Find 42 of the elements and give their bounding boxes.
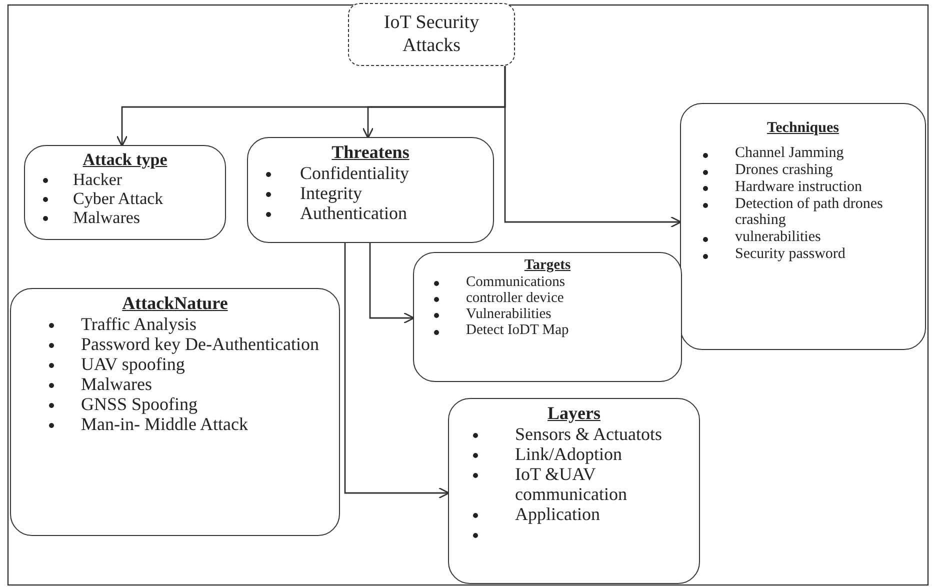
heading: Techniques (766, 120, 840, 138)
list-item: controller device (466, 290, 565, 306)
list-item: Authentication (300, 203, 408, 224)
heading: Targets (523, 257, 572, 274)
list-item: Drones crashing (735, 162, 834, 179)
category-box (24, 145, 226, 240)
list-item: Password key De-Authentication (81, 334, 320, 354)
list-item: Detect IoDT Map (466, 322, 570, 339)
list-item: Application (515, 504, 601, 524)
list-item: Vulnerabilities (466, 306, 552, 322)
arrow (369, 243, 415, 324)
list-item: Traffic Analysis (81, 314, 198, 334)
category-box (680, 103, 926, 350)
list-item: Channel Jamming (735, 145, 845, 162)
root-box (348, 3, 515, 66)
list-item: Malwares (73, 208, 142, 227)
heading: AttackNature (121, 293, 229, 314)
list-item: Man-in- Middle Attack (81, 414, 249, 435)
list-item: IoT &UAV communication (515, 464, 628, 504)
list-item: Cyber Attack (73, 188, 164, 208)
category-box (448, 398, 700, 584)
list-item: GNSS Spoofing (81, 394, 199, 414)
list-item: UAV spoofing (81, 354, 186, 374)
heading: Layers (546, 403, 602, 424)
list-item: Link/Adoption (515, 444, 623, 464)
category-box (10, 288, 340, 536)
list-item: Communications (466, 274, 566, 290)
list-item: Sensors & Actuatots (515, 424, 663, 444)
list-item: Security password (735, 246, 846, 263)
arrow (344, 243, 450, 499)
arrow (504, 66, 682, 228)
title-text: IoT Security Attacks (382, 12, 480, 58)
list-item: Integrity (300, 182, 362, 203)
list-item: Hardware instruction (735, 178, 864, 196)
category-box (413, 252, 682, 382)
heading: Attack type (82, 150, 168, 170)
heading: Threatens (330, 142, 410, 163)
list-item: vulnerabilities (735, 229, 822, 246)
list-item: Malwares (81, 374, 153, 394)
list-item: Confidentiality (300, 162, 410, 183)
list-item: Hacker (73, 170, 124, 189)
category-box (247, 137, 494, 243)
